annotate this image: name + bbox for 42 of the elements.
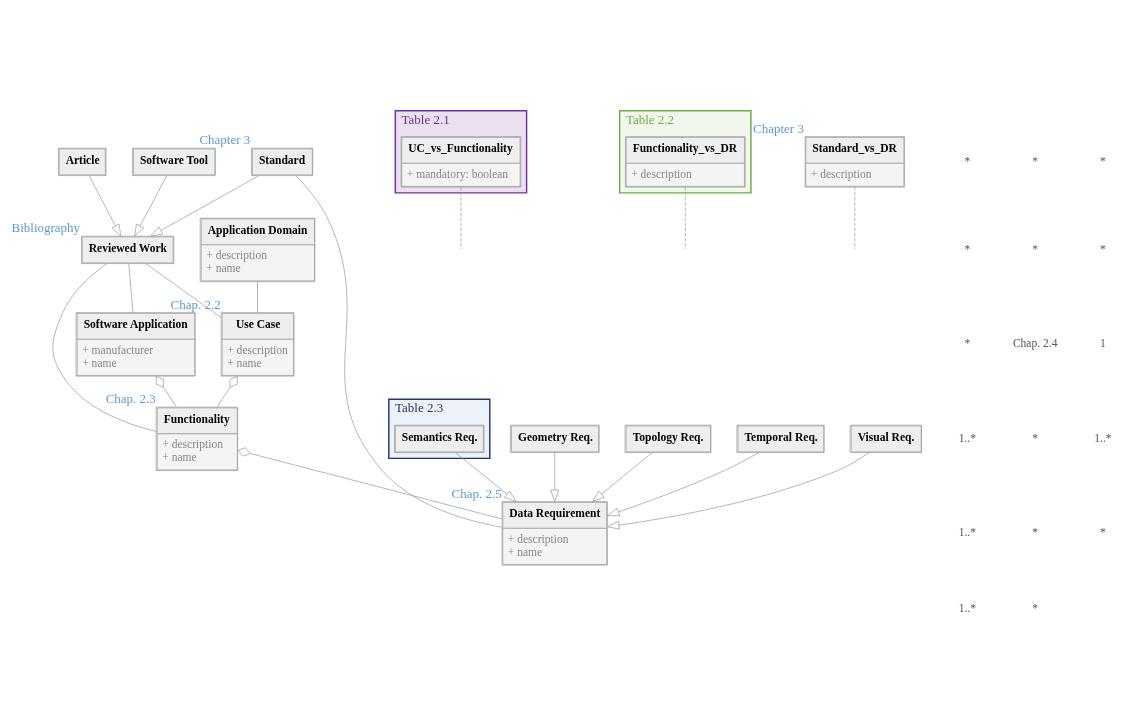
connector bbox=[257, 281, 258, 313]
node-label: Chap. 2.5 bbox=[451, 485, 502, 501]
arrow bbox=[607, 452, 760, 517]
label: 1..* bbox=[958, 431, 977, 444]
node-label: Bibliography bbox=[11, 220, 80, 236]
label: * bbox=[1032, 242, 1039, 255]
label: 1..* bbox=[958, 601, 977, 614]
node-label: Chap. 2.3 bbox=[105, 391, 156, 407]
label: * bbox=[964, 242, 971, 255]
label: 1 bbox=[1100, 337, 1106, 350]
connector bbox=[145, 263, 222, 318]
connector bbox=[854, 186, 856, 250]
label: * bbox=[964, 337, 971, 350]
node-label: Chapter 3 bbox=[753, 120, 804, 136]
label: * bbox=[1032, 601, 1039, 614]
arrow bbox=[150, 175, 259, 237]
connector bbox=[460, 186, 462, 250]
connector bbox=[684, 186, 686, 250]
label: * bbox=[1032, 154, 1039, 167]
connector bbox=[237, 447, 503, 520]
connector bbox=[52, 263, 157, 432]
label: 1..* bbox=[1094, 431, 1112, 444]
arrow bbox=[88, 175, 122, 237]
label: * bbox=[1100, 154, 1106, 167]
connector bbox=[295, 175, 503, 528]
label: 1..* bbox=[958, 526, 977, 539]
arrow bbox=[550, 452, 560, 502]
arrow bbox=[134, 175, 168, 237]
label: * bbox=[1100, 242, 1106, 255]
node-label: Chap. 2.2 bbox=[170, 296, 221, 312]
connector bbox=[128, 263, 134, 313]
label: Chap. 2.4 bbox=[1012, 337, 1058, 350]
label: * bbox=[1100, 526, 1106, 539]
label: * bbox=[1032, 431, 1039, 444]
label: * bbox=[964, 154, 971, 167]
arrow bbox=[455, 452, 517, 502]
arrow bbox=[592, 452, 653, 502]
arrow bbox=[607, 452, 870, 530]
connector bbox=[155, 376, 177, 408]
label: * bbox=[1032, 526, 1039, 539]
connector bbox=[216, 376, 238, 408]
node-label: Chapter 3 bbox=[199, 132, 251, 148]
